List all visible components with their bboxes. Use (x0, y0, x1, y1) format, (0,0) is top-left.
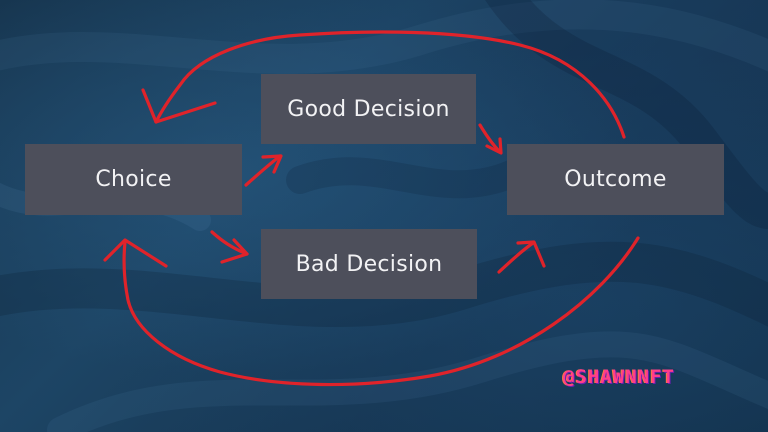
node-good-decision-label: Good Decision (287, 96, 450, 122)
node-bad-decision: Bad Decision (261, 229, 477, 299)
arrow-bad-to-outcome (497, 240, 546, 274)
node-good-decision: Good Decision (261, 74, 476, 144)
node-outcome-label: Outcome (564, 167, 667, 192)
node-bad-decision-label: Bad Decision (295, 251, 443, 277)
arrow-outcome-to-choice-top (141, 30, 626, 139)
node-outcome: Outcome (507, 144, 724, 215)
node-choice: Choice (25, 144, 242, 215)
node-choice-label: Choice (95, 167, 172, 192)
arrow-good-to-outcome (478, 123, 503, 155)
watermark: @SHAWNNFT (563, 366, 675, 388)
arrow-choice-to-bad (210, 230, 249, 264)
arrow-choice-to-good (244, 154, 283, 187)
arrow-outcome-to-choice-bottom (103, 236, 640, 387)
